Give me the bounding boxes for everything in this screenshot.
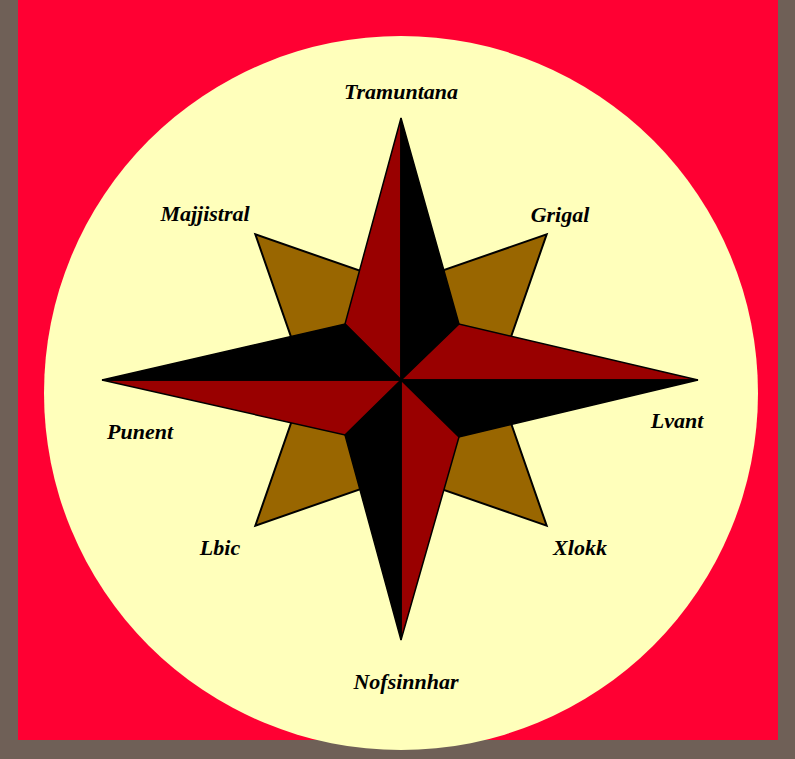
wind-label: Majjistral [160,202,249,226]
star [102,118,698,640]
star-arm-black [102,324,401,380]
wind-label: Grigal [531,203,590,227]
star-arm-red [401,324,698,380]
wind-label: Punent [107,420,173,444]
wind-label: Lvant [651,409,704,433]
wind-label: Nofsinnhar [353,670,458,694]
star-arm-red [401,380,459,640]
wind-label: Tramuntana [344,80,458,104]
wind-label: Lbic [200,536,240,560]
wind-label: Xlokk [553,536,607,560]
compass-disc [44,36,758,750]
